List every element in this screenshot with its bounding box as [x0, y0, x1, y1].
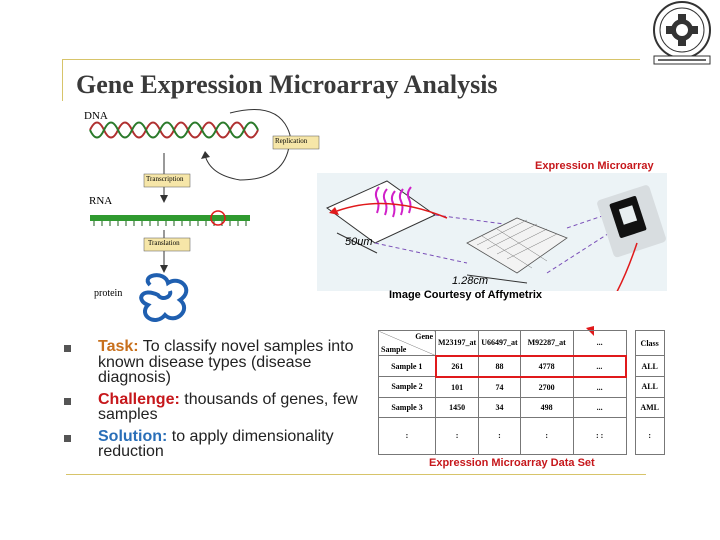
- table-row: : : : : : : :: [378, 416, 665, 455]
- table-spacer: [625, 355, 636, 377]
- microarray-label: Expression Microarray: [535, 160, 654, 172]
- class-header: Class: [634, 330, 665, 356]
- scale-small-label: 50um: [345, 236, 373, 248]
- value-cell: ...: [572, 396, 627, 418]
- class-cell: ALL: [634, 355, 665, 377]
- table-spacer: [625, 397, 636, 417]
- rna-highlight-circle: [210, 210, 226, 226]
- central-dogma-diagram: [89, 109, 320, 322]
- sample-cell: Sample 1: [378, 355, 436, 377]
- task-text: To classify novel samples into known dis…: [98, 338, 354, 386]
- solution-text: to apply dimensionality reduction: [98, 427, 334, 460]
- value-cell: 498: [519, 396, 574, 418]
- microarray-image: [317, 173, 667, 291]
- gene-header: U66497_at: [478, 330, 521, 356]
- value-cell: ...: [572, 354, 628, 378]
- bullet-challenge: Challenge: thousands of genes, few sampl…: [64, 390, 364, 423]
- solution-keyword: Solution:: [98, 427, 168, 445]
- value-cell: 34: [478, 396, 521, 418]
- value-cell: 2700: [519, 376, 574, 398]
- gene-header: ...: [572, 330, 627, 356]
- value-cell: :: [519, 416, 574, 455]
- bullet-list: Task: To classify novel samples into kno…: [64, 339, 364, 466]
- replication-box: [272, 135, 320, 150]
- rna-label: RNA: [89, 195, 113, 207]
- transcription-label: Transcription: [146, 175, 184, 183]
- class-cell: :: [634, 416, 665, 455]
- class-cell: ALL: [634, 376, 665, 398]
- value-cell: 4778: [519, 354, 574, 378]
- scale-large-label: 1.28cm: [452, 275, 489, 287]
- value-cell: :: [478, 416, 521, 455]
- value-cell: 261: [434, 354, 480, 378]
- bullet-marker-icon: [64, 397, 71, 405]
- dna-label: DNA: [84, 110, 108, 122]
- value-cell: : :: [572, 416, 627, 455]
- slide-title: Gene Expression Microarray Analysis: [76, 70, 498, 99]
- table-row: Sample 3 1450 34 498 ... AML: [378, 396, 665, 418]
- protein-label: protein: [94, 288, 123, 299]
- title-rule-left: [62, 59, 63, 101]
- translation-label: Translation: [148, 239, 180, 247]
- title-rule-top: [62, 59, 640, 60]
- task-keyword: Task:: [98, 338, 139, 355]
- value-cell: ...: [572, 376, 627, 398]
- chip-to-table-arrow: [616, 242, 638, 291]
- value-cell: 88: [478, 354, 521, 378]
- gene-header: M92287_at: [519, 330, 574, 356]
- courtesy-label: Image Courtesy of Affymetrix: [389, 289, 543, 301]
- table-row: Sample 2 101 74 2700 ... ALL: [378, 376, 665, 398]
- rna-to-chip-arrow: [336, 202, 448, 219]
- university-seal-icon: [653, 1, 711, 65]
- probe-strands: [374, 186, 412, 218]
- dna-helix: [89, 121, 259, 139]
- value-cell: 1450: [434, 396, 480, 418]
- value-cell: 101: [434, 376, 480, 398]
- replication-arrow: [204, 109, 291, 181]
- footer-rule: [66, 474, 646, 475]
- bullet-marker-icon: [64, 345, 71, 352]
- replication-label: Replication: [275, 137, 308, 145]
- table-spacer: [625, 417, 636, 454]
- challenge-keyword: Challenge:: [98, 390, 180, 408]
- table-spacer: [625, 330, 636, 356]
- bullet-solution: Solution: to apply dimensionality reduct…: [64, 427, 364, 460]
- table-header-row: Gene Sample M23197_at U66497_at M92287_a…: [378, 330, 665, 356]
- value-cell: 74: [478, 376, 521, 398]
- sample-axis-label: Sample: [381, 345, 407, 354]
- transcription-box: [143, 173, 191, 188]
- table-row: Sample 1 261 88 4778 ... ALL: [378, 354, 665, 378]
- sample-cell: :: [378, 416, 436, 455]
- table-spacer: [625, 376, 636, 397]
- sample-cell: Sample 2: [378, 376, 436, 398]
- table-caption: Expression Microarray Data Set: [429, 457, 595, 469]
- protein-structure: [139, 273, 189, 322]
- value-cell: :: [434, 416, 480, 455]
- rna-strand: [90, 215, 250, 221]
- challenge-text: thousands of genes, few samples: [98, 390, 358, 423]
- class-cell: AML: [634, 396, 665, 418]
- bullet-task: Task: To classify novel samples into kno…: [64, 339, 364, 386]
- bullet-marker-icon: [64, 434, 71, 442]
- sample-cell: Sample 3: [378, 396, 436, 418]
- table-corner-cell: Gene Sample: [378, 330, 436, 356]
- gene-header: M23197_at: [434, 330, 480, 356]
- translation-box: [143, 237, 191, 252]
- expression-data-table: Gene Sample M23197_at U66497_at M92287_a…: [378, 330, 665, 455]
- gene-axis-label: Gene: [415, 332, 433, 341]
